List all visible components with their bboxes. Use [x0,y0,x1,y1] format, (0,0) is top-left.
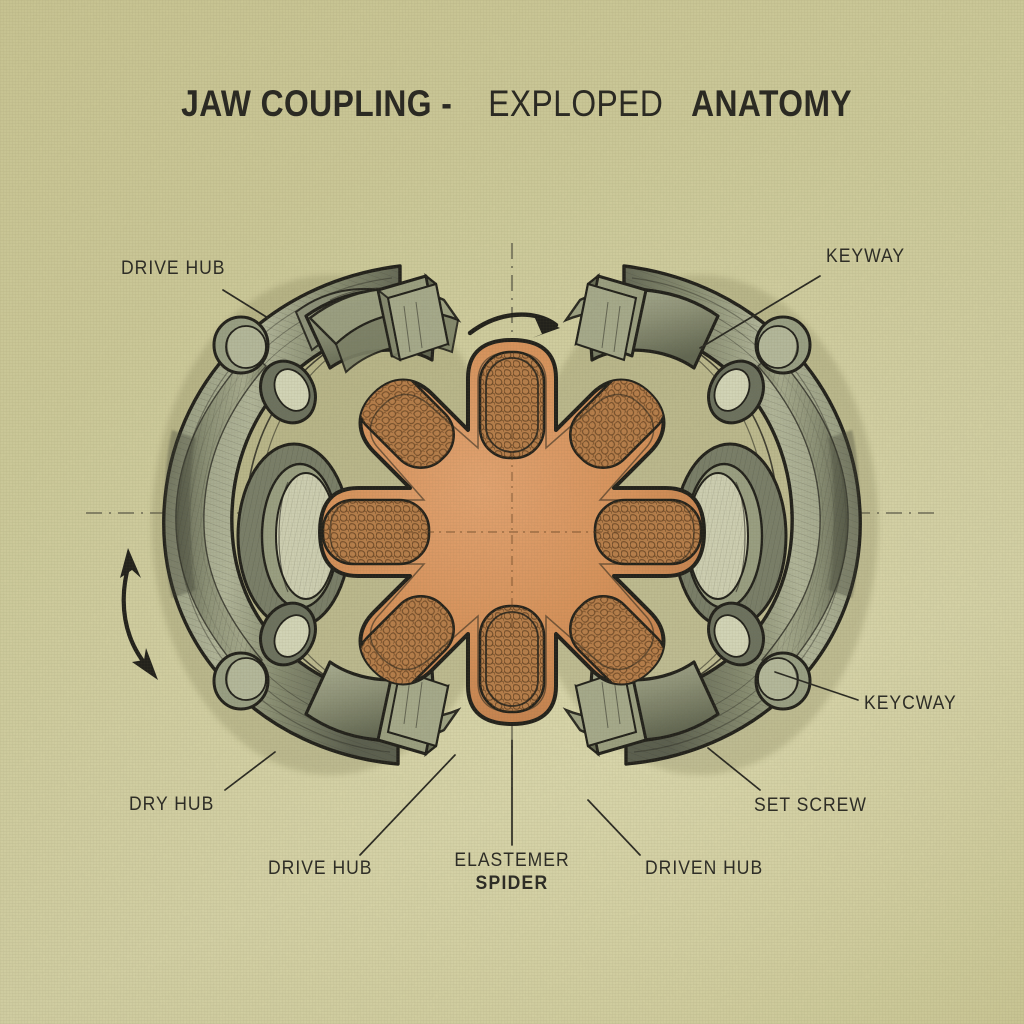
title-part-2: EXPLOPED [489,83,664,125]
elastomer-label-line1: ELASTEMER [454,849,569,871]
page-title: JAW COUPLING - EXPLOPED ANATOMY [0,83,1024,125]
label-keyway-upper-right: KEYWAY [826,245,905,268]
title-part-3: ANATOMY [691,83,852,125]
label-elastomer-spider: ELASTEMERSPIDER [454,849,569,895]
label-driven-hub-bottom: DRIVEN HUB [645,857,763,880]
title-part-1: JAW COUPLING - [181,83,452,125]
label-drive-hub-upper-left: DRIVE HUB [121,257,225,280]
label-keycway-right: KEYCWAY [864,692,957,715]
label-drive-hub-bottom: DRIVE HUB [268,857,372,880]
elastomer-label-line2: SPIDER [454,872,569,895]
label-set-screw-right: SET SCREW [754,794,867,817]
label-dry-hub-lower-left: DRY HUB [129,793,214,816]
